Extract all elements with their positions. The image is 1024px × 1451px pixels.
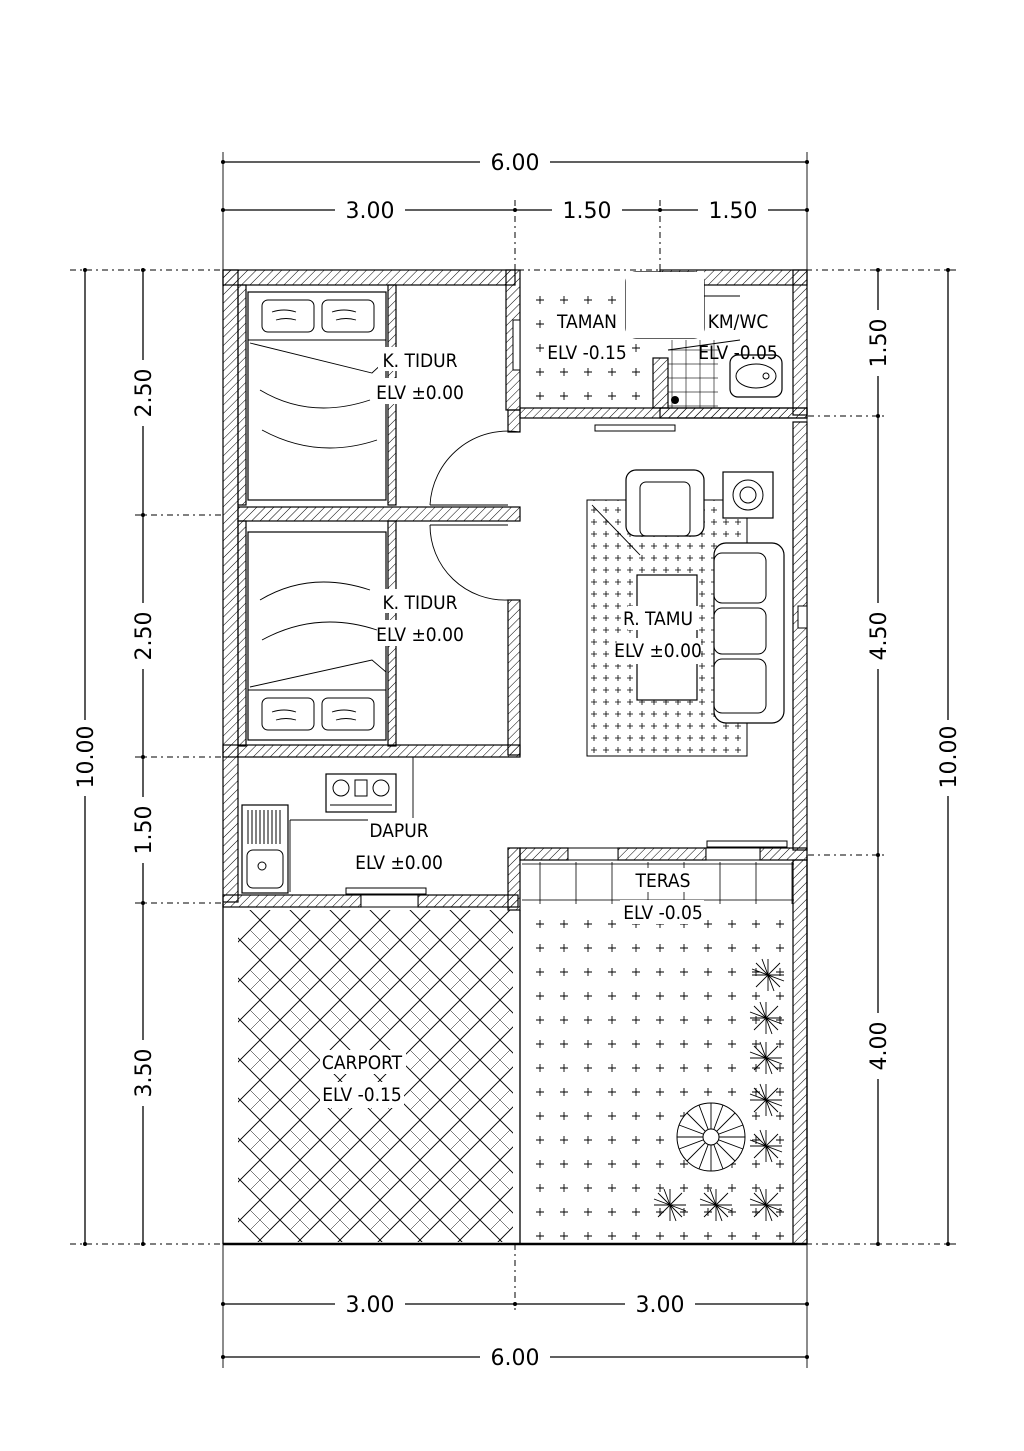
dim-top-seg-3: 1.50 <box>709 199 758 224</box>
carport-paving <box>238 910 513 1242</box>
room-name: TERAS <box>635 870 691 892</box>
dimension-top-segments: 3.00 1.50 1.50 <box>221 196 809 224</box>
dimension-bottom-total: 6.00 <box>221 1343 809 1371</box>
room-label-taman: TAMAN ELV -0.15 <box>546 308 628 366</box>
room-elevation: ELV -0.05 <box>698 342 778 364</box>
dim-left-seg-3: 1.50 <box>132 806 157 855</box>
room-elevation: ELV -0.15 <box>547 342 627 364</box>
dimension-top-total: 6.00 <box>221 148 809 176</box>
dim-left-seg-4: 3.50 <box>132 1049 157 1098</box>
dimension-left-total: 10.00 <box>71 268 99 1246</box>
dim-left-seg-2: 2.50 <box>132 612 157 661</box>
dim-bottom-total-label: 6.00 <box>491 1346 540 1371</box>
room-elevation: ELV -0.15 <box>322 1084 402 1106</box>
room-name: CARPORT <box>322 1052 403 1074</box>
windows <box>345 319 808 908</box>
bed-icon-1 <box>247 291 387 501</box>
dim-right-seg-3: 4.00 <box>867 1022 892 1071</box>
coffee-table <box>636 574 698 701</box>
room-name: R. TAMU <box>623 608 693 630</box>
room-label-bedroom-2: K. TIDUR ELV ±0.00 <box>376 589 464 646</box>
bedroom-door-2 <box>429 524 509 601</box>
dim-top-seg-2: 1.50 <box>563 199 612 224</box>
room-label-teras: TERAS ELV -0.05 <box>620 868 704 924</box>
room-name: K. TIDUR <box>382 592 457 614</box>
dim-right-seg-1: 1.50 <box>867 319 892 368</box>
room-name: KM/WC <box>708 311 769 333</box>
dim-top-total-label: 6.00 <box>491 151 540 176</box>
dimension-left-segments: 2.50 2.50 1.50 3.50 <box>129 268 157 1246</box>
toilet-icon <box>729 354 783 398</box>
sink-icon <box>241 804 289 894</box>
dim-left-seg-1: 2.50 <box>132 369 157 418</box>
room-label-ruang-tamu: R. TAMU ELV ±0.00 <box>614 606 702 664</box>
bed-icon-2 <box>247 531 387 741</box>
room-name: TAMAN <box>556 311 617 333</box>
room-elevation: ELV -0.05 <box>623 902 703 924</box>
floor-drain-icon <box>671 396 679 404</box>
room-elevation: ELV ±0.00 <box>376 382 464 404</box>
dimension-bottom-segments: 3.00 3.00 <box>221 1290 809 1318</box>
dim-top-seg-1: 3.00 <box>346 199 395 224</box>
dimension-right-segments: 1.50 4.50 4.00 <box>864 268 892 1246</box>
room-name: K. TIDUR <box>382 350 457 372</box>
dim-right-seg-2: 4.50 <box>867 612 892 661</box>
room-elevation: ELV ±0.00 <box>376 624 464 646</box>
dimension-right-total: 10.00 <box>934 268 962 1246</box>
room-label-carport: CARPORT ELV -0.15 <box>320 1050 406 1108</box>
side-table-lamp-icon <box>722 471 774 519</box>
room-label-kmwc: KM/WC ELV -0.05 <box>698 308 778 364</box>
room-elevation: ELV ±0.00 <box>614 640 702 662</box>
room-label-bedroom-1: K. TIDUR ELV ±0.00 <box>376 347 464 404</box>
plant-icons <box>653 958 785 1222</box>
dim-left-total-label: 10.00 <box>74 726 99 789</box>
front-garden <box>522 910 794 1242</box>
stove-icon <box>325 773 397 813</box>
dim-bottom-seg-2: 3.00 <box>636 1293 685 1318</box>
dim-bottom-seg-1: 3.00 <box>346 1293 395 1318</box>
rug-corner-line <box>591 504 641 556</box>
room-elevation: ELV ±0.00 <box>355 852 443 874</box>
sofa-icon <box>713 542 785 724</box>
room-name: DAPUR <box>369 820 428 842</box>
dim-right-total-label: 10.00 <box>937 726 962 789</box>
bedroom-door-1 <box>429 430 521 506</box>
garden-side-wall <box>792 859 808 1245</box>
room-label-dapur: DAPUR ELV ±0.00 <box>355 818 443 876</box>
